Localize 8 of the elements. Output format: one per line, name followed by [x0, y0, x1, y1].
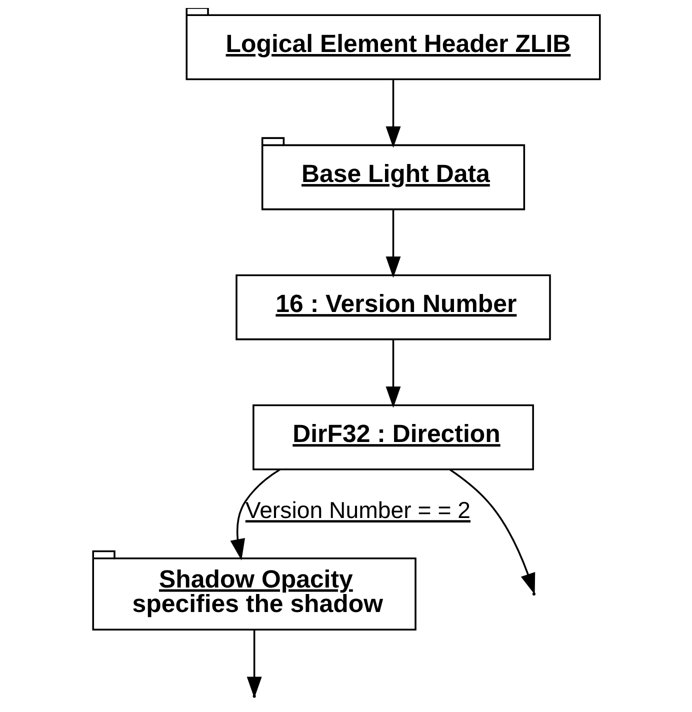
node-box: 16 : Version Number: [235, 274, 550, 340]
arrow: [385, 210, 400, 278]
edge-label: Version Number = = 2: [244, 497, 470, 524]
arrow: [230, 468, 280, 560]
node-box: DirF32 : Direction: [252, 404, 534, 470]
arrow: [385, 80, 400, 148]
arrow: [385, 340, 400, 408]
arrow: [448, 468, 535, 595]
